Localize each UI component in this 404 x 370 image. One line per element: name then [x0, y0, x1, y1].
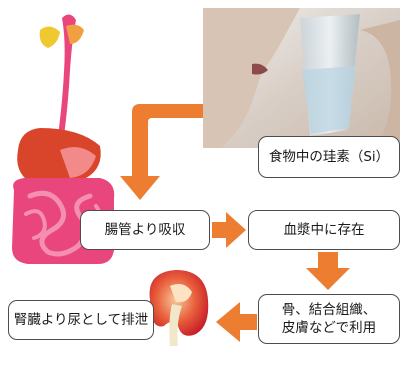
intestinal-absorption-box: 腸管より吸収: [80, 210, 210, 250]
intestinal-absorption-label: 腸管より吸収: [104, 221, 186, 238]
silicon-in-food-box: 食物中の珪素（Si）: [258, 136, 400, 178]
arrow-photo-to-absorption: [120, 104, 203, 200]
blood-plasma-box: 血漿中に存在: [248, 210, 400, 250]
blood-plasma-label: 血漿中に存在: [283, 221, 365, 238]
arrow-tissue-to-excretion: [216, 302, 257, 342]
kidney-excretion-label: 腎臓より尿として排泄: [13, 311, 149, 328]
tissue-usage-label-line2: 皮膚などで利用: [281, 320, 377, 336]
arrow-absorption-to-blood: [212, 212, 246, 248]
kidney-excretion-box: 腎臓より尿として排泄: [8, 300, 154, 340]
digestive-system-illustration: [12, 14, 115, 264]
drinking-water-photo: [203, 8, 400, 148]
kidney-illustration: [149, 270, 209, 346]
arrow-blood-to-tissue: [306, 252, 350, 290]
tissue-usage-box: 骨、結合組織、 皮膚などで利用: [258, 294, 400, 344]
silicon-in-food-label: 食物中の珪素（Si）: [268, 148, 390, 165]
tissue-usage-label-line1: 骨、結合組織、: [281, 301, 377, 318]
